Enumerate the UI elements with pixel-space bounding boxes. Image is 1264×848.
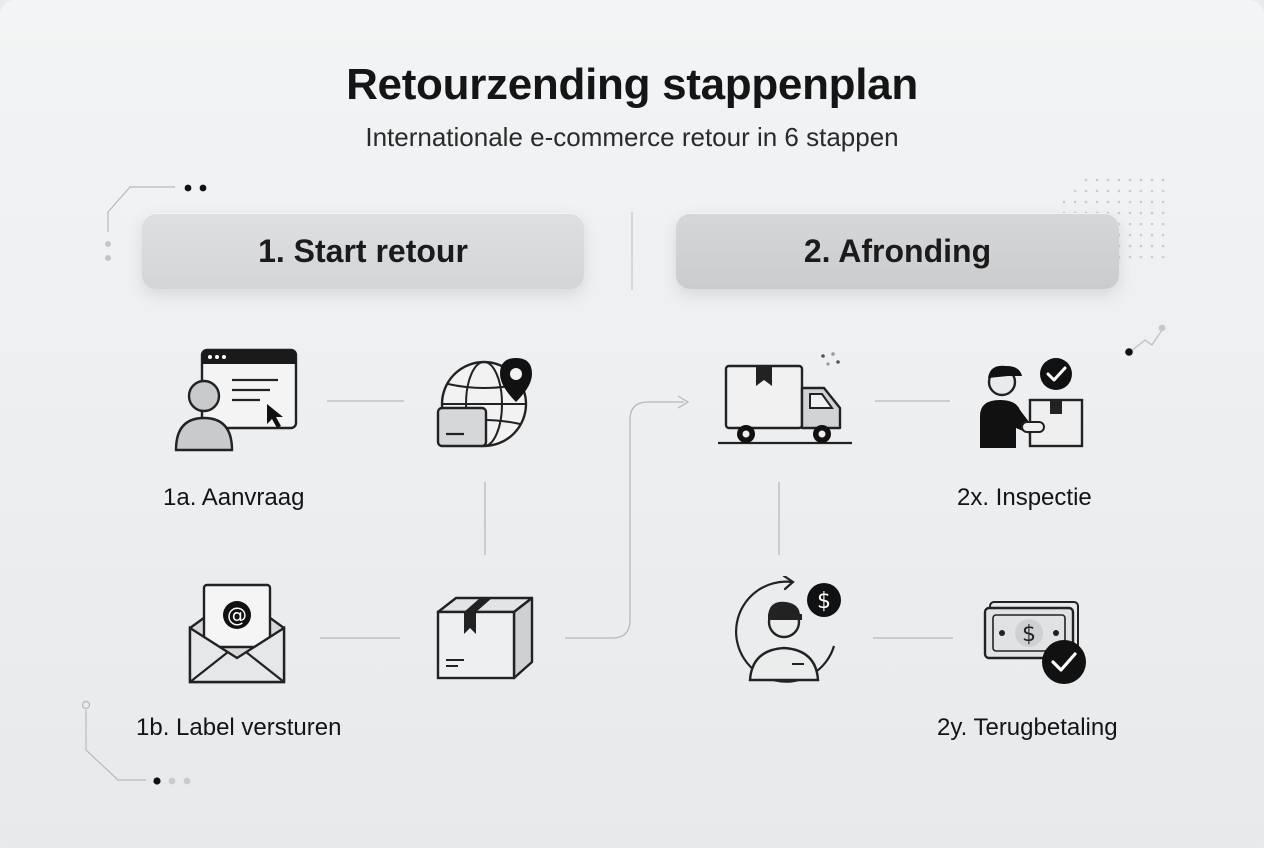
grid-dot <box>1084 178 1088 182</box>
corner-decoration-top-left <box>105 184 207 261</box>
grid-dot <box>1139 211 1143 215</box>
grid-dot <box>1117 200 1121 204</box>
connector-box-to-truck <box>565 401 684 639</box>
grid-dot <box>1117 189 1121 193</box>
connector-arrowhead <box>677 395 690 409</box>
grid-dot <box>1139 178 1143 182</box>
grid-dot <box>1161 200 1165 204</box>
grid-dot <box>1128 233 1132 237</box>
refund-agent-icon: $ <box>735 576 841 683</box>
step-label-terugbetaling: 2y. Terugbetaling <box>937 714 1118 741</box>
grid-dot <box>1084 189 1088 193</box>
grid-dot <box>1128 211 1132 215</box>
grid-dot <box>1139 244 1143 248</box>
grid-dot <box>1128 255 1132 259</box>
page-title: Retourzending stappenplan <box>346 60 918 109</box>
grid-dot <box>1128 178 1132 182</box>
grid-dot <box>1128 244 1132 248</box>
grid-dot <box>1161 189 1165 193</box>
grid-dot <box>1161 255 1165 259</box>
delivery-truck-icon <box>718 352 852 445</box>
page-subtitle: Internationale e-commerce retour in 6 st… <box>365 122 899 152</box>
grid-dot <box>1161 211 1165 215</box>
grid-dot <box>1150 178 1154 182</box>
grid-dot <box>1128 189 1132 193</box>
svg-text:$: $ <box>1022 622 1036 647</box>
email-envelope-icon: @ <box>188 583 286 684</box>
grid-dot <box>1128 200 1132 204</box>
grid-dot <box>1150 244 1154 248</box>
grid-dot <box>1084 200 1088 204</box>
grid-dot <box>1106 200 1110 204</box>
phase-header-afronding: 2. Afronding <box>676 213 1119 289</box>
grid-dot <box>1150 222 1154 226</box>
grid-dot <box>1106 189 1110 193</box>
step-label-inspectie: 2x. Inspectie <box>957 484 1092 511</box>
grid-dot <box>1150 189 1154 193</box>
grid-dot <box>1073 189 1077 193</box>
grid-dot <box>1106 178 1110 182</box>
package-box-icon <box>436 596 534 680</box>
grid-dot <box>1139 200 1143 204</box>
grid-dot <box>1150 255 1154 259</box>
svg-text:@: @ <box>227 603 247 627</box>
step-label-label-versturen: 1b. Label versturen <box>136 714 342 741</box>
svg-text:$: $ <box>817 589 831 614</box>
corner-decoration-bottom-left <box>81 700 191 785</box>
grid-dot <box>1062 200 1066 204</box>
grid-dot <box>1139 222 1143 226</box>
grid-dot <box>1139 189 1143 193</box>
grid-dot <box>1150 233 1154 237</box>
grid-dot <box>1095 200 1099 204</box>
grid-dot <box>1161 233 1165 237</box>
grid-dot <box>1139 255 1143 259</box>
grid-dot <box>1161 222 1165 226</box>
grid-dot <box>1073 200 1077 204</box>
step-label-aanvraag: 1a. Aanvraag <box>163 484 305 511</box>
connector-lines <box>320 395 953 639</box>
grid-dot <box>1117 211 1121 215</box>
grid-dot <box>1117 178 1121 182</box>
grid-dot <box>1128 222 1132 226</box>
money-check-icon: $ <box>983 601 1086 684</box>
phase-header-start-retour: 1. Start retour <box>142 213 584 289</box>
grid-dot <box>1161 244 1165 248</box>
grid-dot <box>1095 178 1099 182</box>
sparkline-decoration <box>1125 324 1166 356</box>
grid-dot <box>1150 211 1154 215</box>
web-request-icon <box>174 348 298 452</box>
courier-inspection-icon <box>980 358 1084 448</box>
grid-dot <box>1139 233 1143 237</box>
grid-dot <box>1095 189 1099 193</box>
grid-dot <box>1161 178 1165 182</box>
grid-dot <box>1150 200 1154 204</box>
globe-location-icon <box>436 358 532 448</box>
